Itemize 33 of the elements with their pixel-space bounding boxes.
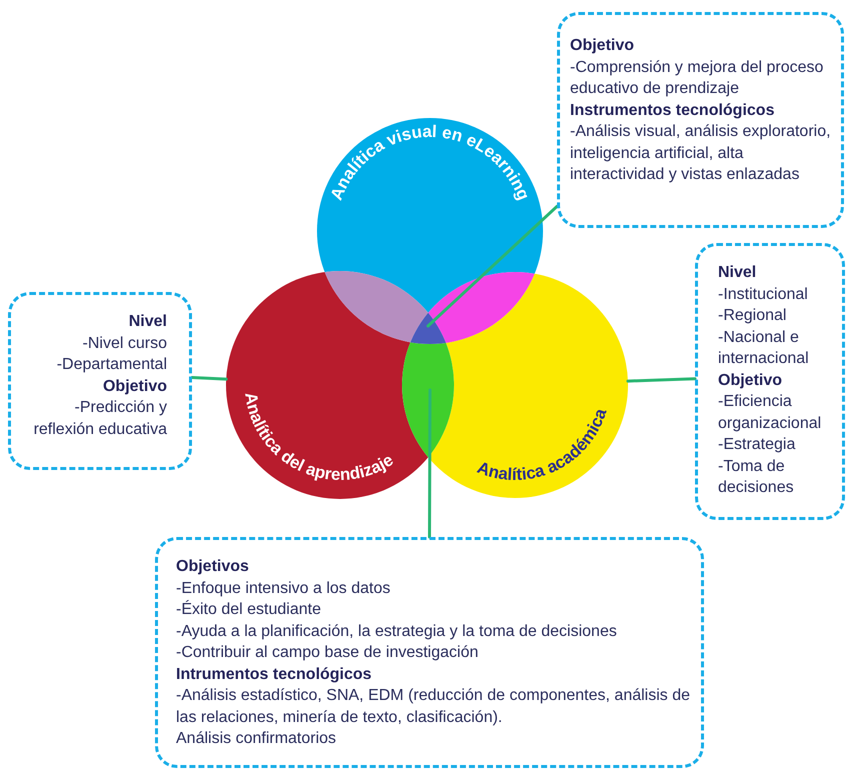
list-item: -Éxito del estudiante: [176, 599, 322, 620]
list-item: Análisis confirmatorios: [176, 729, 338, 749]
list-item: -Nacional e internacional: [718, 328, 810, 369]
list-item: -Predicción y reflexión educativa: [32, 398, 167, 440]
list-item: -Eficiencia organizacional: [718, 392, 822, 434]
dashed-info-box: [557, 12, 844, 228]
list-item: -Ayuda a la planificación, la estrategia y la toma de decisiones: [176, 622, 618, 642]
list-item: -Comprensión y mejora del proceso educativo de prendizaje: [570, 58, 824, 99]
section-heading: Nivel: [718, 263, 758, 283]
section-heading: Instrumentos tecnológicos: [570, 100, 776, 120]
list-item: -Institucional: [718, 284, 809, 304]
leader-line: [428, 388, 432, 538]
section-heading: Intrumentos tecnológicos: [176, 664, 373, 684]
list-item: -Enfoque intensivo a los datos: [176, 578, 392, 598]
section-heading: Nivel: [128, 312, 167, 332]
leader-line: [426, 204, 558, 328]
dashed-info-box: [8, 292, 192, 470]
list-item: -Análisis estadístico, SNA, EDM (reducción de componentes, análisis de las relaciones, minería de texto, clasificación).: [176, 686, 692, 728]
list-item: -Contribuir al campo base de investigación: [176, 643, 480, 663]
dashed-info-box: [155, 537, 704, 768]
leader-line: [190, 376, 228, 381]
list-item: -Toma de decisiones: [718, 456, 795, 498]
dashed-info-box: [695, 243, 845, 520]
list-item: -Estrategia: [718, 435, 796, 455]
section-heading: Objetivos: [176, 557, 250, 577]
section-heading: Objetivo: [102, 376, 167, 396]
list-item: -Análisis visual, análisis exploratorio, inteligencia artificial, alta interactividad y vistas enlazadas: [570, 122, 832, 185]
section-heading: Objetivo: [570, 36, 636, 56]
list-item: -Regional: [718, 306, 788, 326]
list-item: -Departamental: [56, 355, 167, 375]
leader-line: [626, 377, 696, 383]
list-item: -Nivel curso: [82, 334, 167, 354]
section-heading: Objetivo: [718, 370, 784, 390]
